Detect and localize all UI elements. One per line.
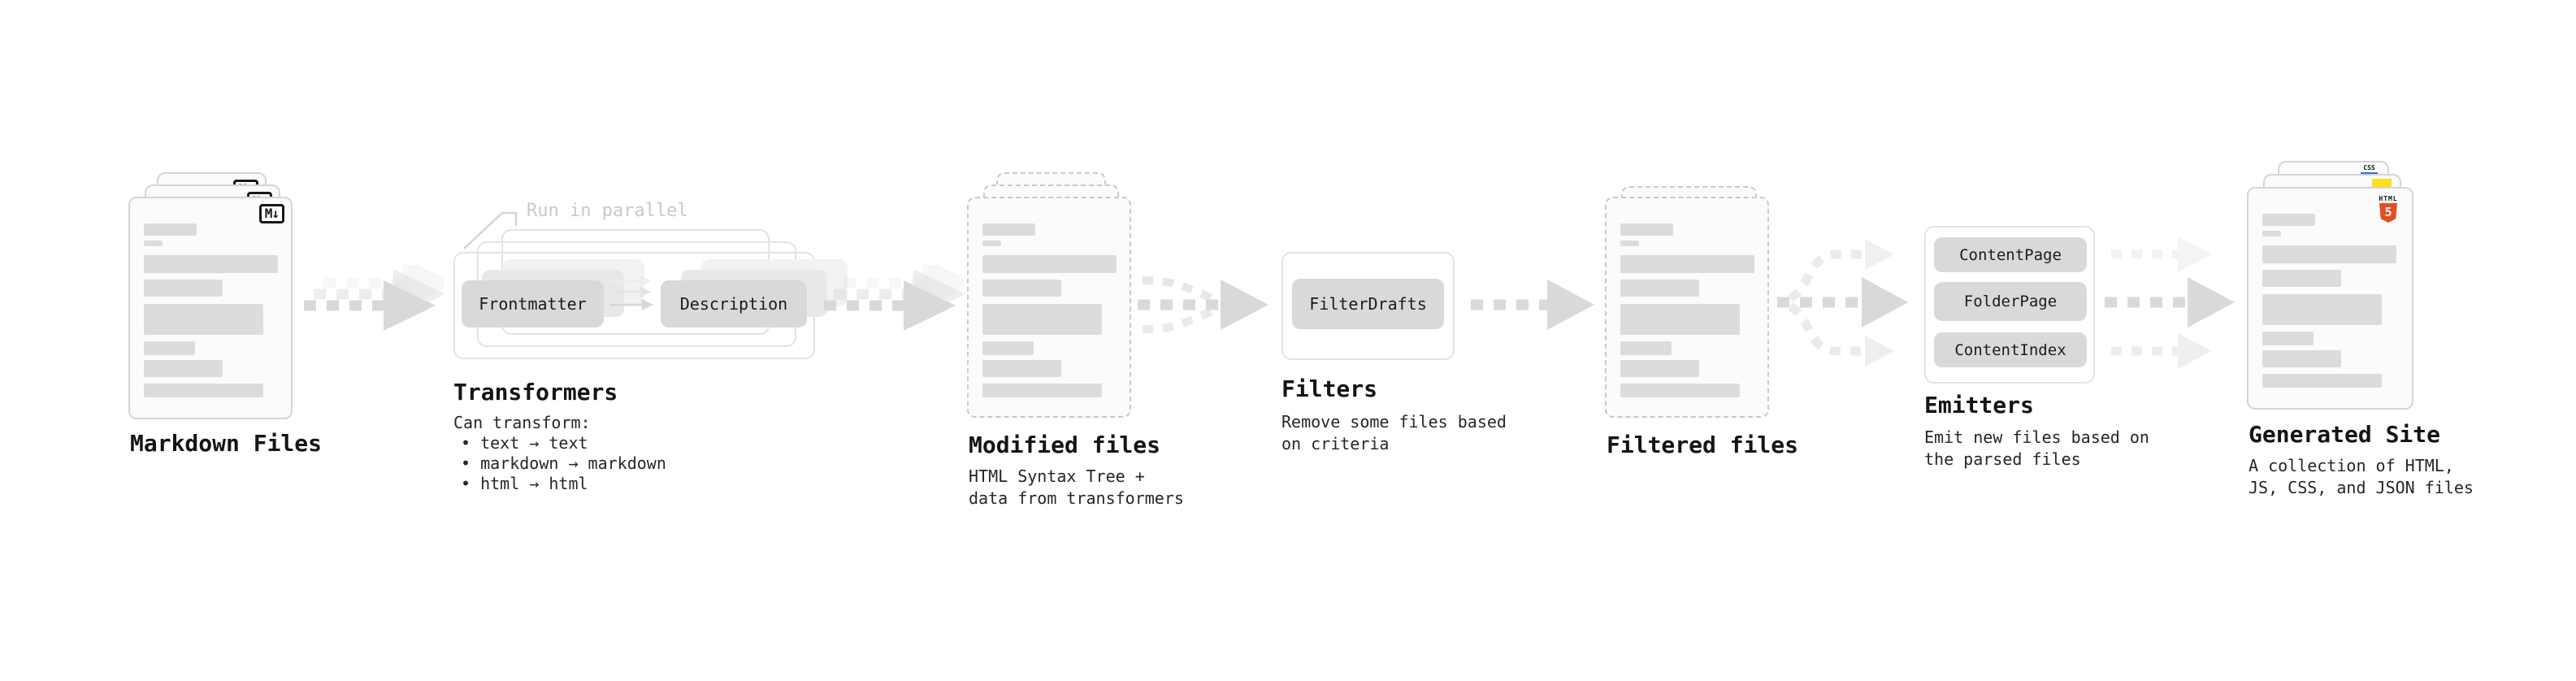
text-line-placeholder bbox=[144, 304, 263, 335]
text-line-placeholder bbox=[2262, 231, 2281, 236]
text-line-placeholder bbox=[144, 280, 223, 297]
css-label: CSS bbox=[2363, 164, 2375, 171]
caption-line: data from transformers bbox=[969, 488, 1184, 508]
caption-line: JS, CSS, and JSON files bbox=[2249, 478, 2474, 497]
caption-line: Can transform: bbox=[453, 413, 591, 432]
run-in-parallel-note: Run in parallel bbox=[527, 201, 688, 221]
text-line-placeholder bbox=[144, 241, 163, 246]
text-line-placeholder bbox=[144, 341, 195, 355]
text-line-placeholder bbox=[1620, 304, 1740, 335]
arrow-filters-to-filtered bbox=[1471, 280, 1594, 330]
text-line-placeholder bbox=[982, 384, 1102, 397]
parallel-note-connector-line bbox=[463, 211, 518, 249]
filters-caption: Remove some files based on criteria bbox=[1281, 411, 1507, 455]
text-line-placeholder bbox=[1620, 341, 1672, 355]
text-line-placeholder bbox=[982, 223, 1035, 236]
caption-line: on criteria bbox=[1281, 434, 1390, 453]
markdown-file-card-front: M↓ bbox=[128, 197, 293, 419]
text-line-placeholder bbox=[982, 304, 1102, 335]
arrow-emitters-to-generated bbox=[2105, 236, 2235, 369]
caption-line: HTML Syntax Tree + bbox=[969, 466, 1145, 486]
text-line-placeholder bbox=[1620, 360, 1699, 377]
text-line-placeholder bbox=[144, 255, 278, 273]
text-line-placeholder bbox=[1620, 384, 1740, 397]
arrow-markdown-to-transformers bbox=[304, 265, 444, 331]
arrow-transformers-to-modified bbox=[824, 265, 964, 331]
caption-line: • markdown → markdown bbox=[461, 453, 666, 473]
text-line-placeholder bbox=[144, 360, 223, 377]
markdown-files-label: Markdown Files bbox=[130, 430, 323, 457]
text-line-placeholder bbox=[982, 241, 1001, 246]
document-text-placeholder bbox=[144, 223, 278, 397]
html5-wordmark: HTML bbox=[2379, 195, 2398, 202]
modified-files-caption: HTML Syntax Tree + data from transformer… bbox=[969, 466, 1184, 510]
document-text-placeholder bbox=[1620, 223, 1754, 397]
text-line-placeholder bbox=[144, 384, 263, 397]
caption-line: A collection of HTML, bbox=[2249, 456, 2454, 475]
caption-line: Remove some files based bbox=[1281, 412, 1507, 432]
text-line-placeholder bbox=[2262, 374, 2382, 388]
transformers-caption: Can transform: • text → text • markdown … bbox=[453, 413, 666, 494]
generated-site-label: Generated Site bbox=[2249, 421, 2441, 448]
modified-file-card-front bbox=[967, 197, 1131, 418]
caption-line: • html → html bbox=[461, 474, 588, 493]
text-line-placeholder bbox=[2262, 332, 2314, 345]
text-line-placeholder bbox=[2262, 294, 2382, 325]
text-line-placeholder bbox=[2262, 270, 2341, 287]
caption-line: the parsed files bbox=[1924, 449, 2081, 469]
generated-site-caption: A collection of HTML, JS, CSS, and JSON … bbox=[2249, 455, 2474, 499]
arrow-modified-to-filters bbox=[1138, 276, 1268, 333]
text-line-placeholder bbox=[1620, 223, 1673, 236]
emitter-box-folderpage: FolderPage bbox=[1934, 282, 2087, 321]
caption-line: • text → text bbox=[461, 433, 588, 453]
modified-files-label: Modified files bbox=[969, 432, 1161, 458]
transformer-box-frontmatter: Frontmatter bbox=[462, 280, 604, 327]
transformers-heading: Transformers bbox=[453, 379, 618, 406]
text-line-placeholder bbox=[2262, 214, 2315, 226]
filters-outline-box bbox=[1281, 252, 1455, 360]
document-text-placeholder bbox=[982, 223, 1117, 397]
text-line-placeholder bbox=[2262, 350, 2341, 367]
text-line-placeholder bbox=[982, 360, 1061, 377]
text-line-placeholder bbox=[1620, 280, 1699, 297]
mini-flow-arrows-icon bbox=[609, 275, 654, 310]
text-line-placeholder bbox=[144, 223, 197, 236]
text-line-placeholder bbox=[982, 255, 1117, 273]
html5-icon: HTML 5 bbox=[2378, 195, 2399, 223]
transformer-box-description: Description bbox=[661, 280, 807, 327]
html5-shield: 5 bbox=[2379, 203, 2397, 223]
emitter-box-contentpage: ContentPage bbox=[1934, 237, 2087, 272]
text-line-placeholder bbox=[2262, 245, 2396, 263]
document-text-placeholder bbox=[2262, 214, 2396, 388]
emitters-outline-box bbox=[1924, 226, 2095, 384]
emitter-box-contentindex: ContentIndex bbox=[1934, 332, 2087, 367]
filters-heading: Filters bbox=[1281, 375, 1378, 402]
filter-box-filterdrafts: FilterDrafts bbox=[1292, 279, 1444, 329]
text-line-placeholder bbox=[1620, 255, 1754, 273]
emitters-heading: Emitters bbox=[1924, 392, 2034, 419]
js-file-icon bbox=[2372, 179, 2392, 188]
filtered-files-label: Filtered files bbox=[1607, 432, 1799, 458]
arrow-filtered-to-emitters bbox=[1777, 239, 1908, 367]
emitters-caption: Emit new files based on the parsed files bbox=[1924, 427, 2149, 471]
markdown-icon: M↓ bbox=[258, 204, 284, 223]
caption-line: Emit new files based on bbox=[1924, 427, 2149, 447]
text-line-placeholder bbox=[982, 280, 1061, 297]
text-line-placeholder bbox=[1620, 241, 1639, 246]
generated-file-card-front: HTML 5 bbox=[2247, 187, 2413, 410]
text-line-placeholder bbox=[982, 341, 1034, 355]
filtered-file-card-front bbox=[1605, 197, 1769, 418]
